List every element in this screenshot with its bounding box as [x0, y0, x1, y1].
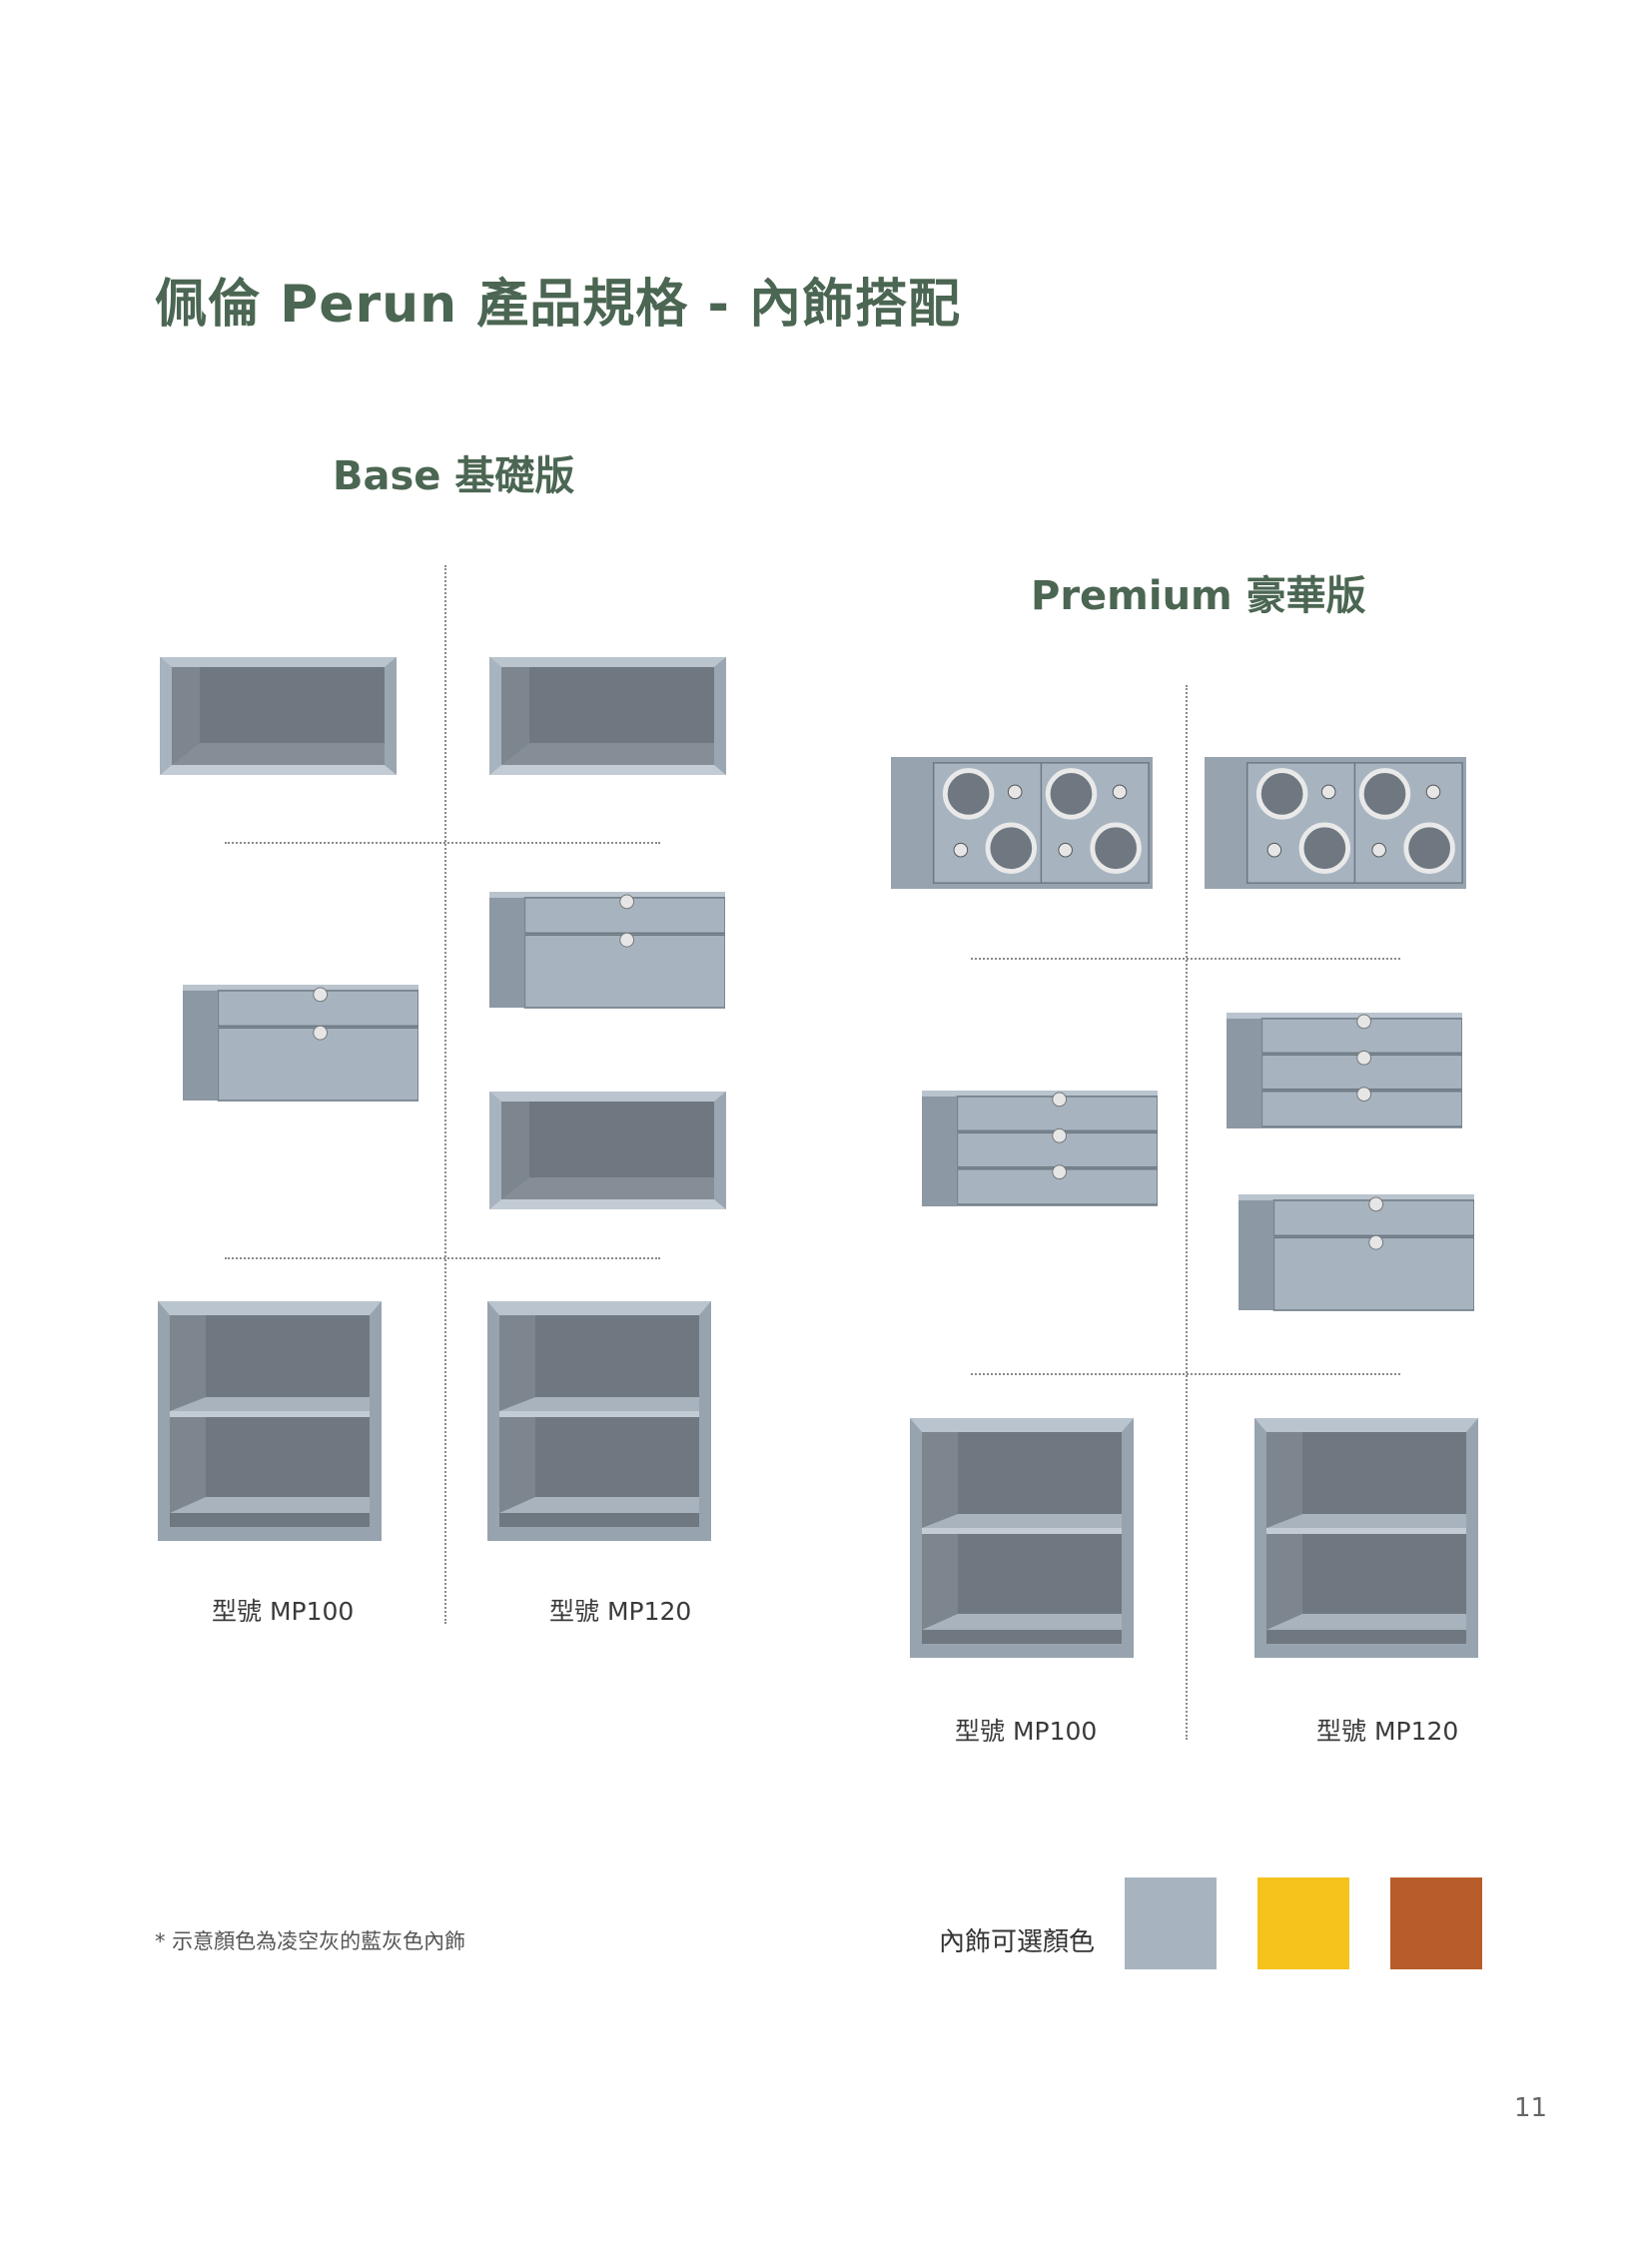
premium-row-divider-1 — [971, 958, 1400, 960]
base-model-mp120: 型號 MP120 — [549, 1597, 692, 1626]
interior-colors-label: 內飾可選顏色 — [939, 1927, 1096, 1957]
swatch-orange — [1390, 1877, 1482, 1969]
premium-mp100-winder-box — [891, 755, 1153, 891]
base-row-divider-1 — [225, 842, 660, 844]
premium-mp120-shelf — [1246, 1418, 1486, 1658]
base-mp120-shelf — [479, 1301, 719, 1541]
color-footnote: * 示意顏色為凌空灰的藍灰色內飾 — [155, 1929, 466, 1953]
premium-model-mp100: 型號 MP100 — [955, 1717, 1098, 1746]
premium-mp100-drawer-box — [922, 1091, 1158, 1210]
base-mp100-drawer-box — [183, 985, 418, 1105]
base-model-mp100: 型號 MP100 — [212, 1597, 355, 1626]
base-mp100-shelf — [150, 1301, 390, 1541]
swatch-blue-gray — [1125, 1877, 1217, 1969]
swatch-yellow — [1257, 1877, 1349, 1969]
base-column-divider — [444, 565, 446, 1624]
base-mp120-open-box-2 — [489, 1092, 729, 1213]
premium-mp100-shelf — [902, 1418, 1142, 1658]
page-number: 11 — [1514, 2093, 1548, 2123]
page-title: 佩倫 Perun 產品規格 - 內飾搭配 — [155, 275, 962, 335]
base-mp100-open-box — [160, 657, 400, 779]
base-row-divider-2 — [225, 1257, 660, 1259]
premium-mp120-winder-box — [1205, 755, 1466, 891]
base-heading: Base 基礎版 — [333, 453, 575, 499]
premium-heading: Premium 豪華版 — [1031, 573, 1366, 619]
base-mp120-open-box — [489, 657, 729, 779]
premium-model-mp120: 型號 MP120 — [1316, 1717, 1459, 1746]
premium-mp120-drawer-box-2 — [1239, 1194, 1474, 1314]
premium-row-divider-2 — [971, 1373, 1400, 1375]
premium-mp120-drawer-box-3 — [1227, 1013, 1462, 1132]
base-mp120-drawer-box — [489, 892, 725, 1012]
premium-column-divider — [1186, 685, 1188, 1740]
